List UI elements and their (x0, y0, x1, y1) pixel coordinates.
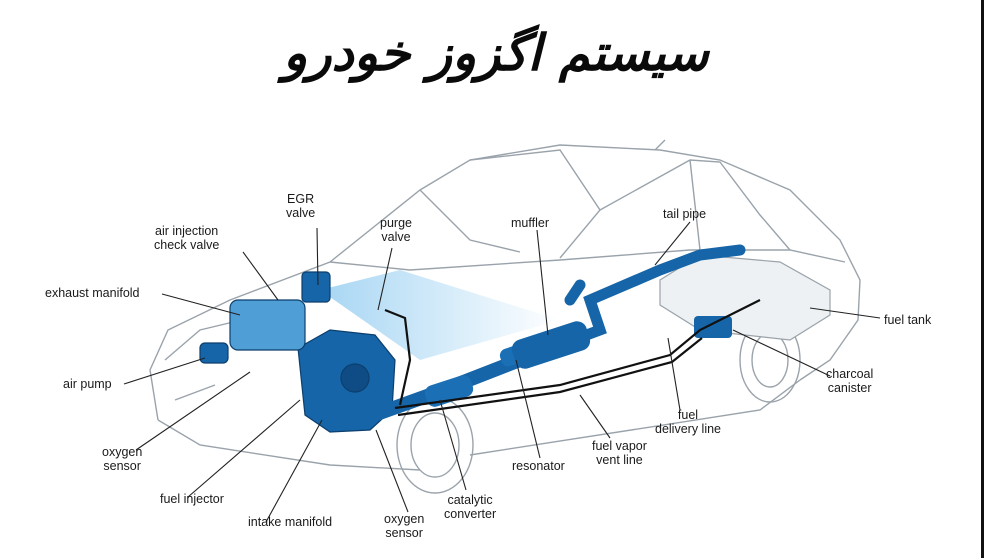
page-title: سیستم اگزوز خودرو (283, 24, 709, 82)
front-wheel (396, 396, 474, 494)
label-fuel-vapor-vent-line: fuel vapor vent line (592, 439, 647, 467)
car-body (149, 139, 861, 471)
engine-block (199, 271, 396, 433)
label-catalytic-converter: catalytic converter (444, 493, 497, 521)
label-charcoal-canister: charcoal canister (826, 367, 874, 395)
leader-lines (123, 221, 881, 523)
label-purge-valve: purge valve (380, 216, 412, 244)
label-fuel-delivery-line: fuel delivery line (655, 408, 722, 436)
muffler-shape (511, 321, 591, 369)
label-oxygen-sensor-bottom: oxygen sensor (384, 512, 425, 540)
label-resonator: resonator (512, 459, 565, 473)
catalytic-converter-shape (424, 375, 474, 407)
label-oxygen-sensor-left: oxygen sensor (102, 445, 143, 473)
label-air-pump: air pump (63, 377, 112, 391)
label-egr-valve: EGR valve (286, 192, 316, 220)
label-fuel-tank: fuel tank (884, 313, 932, 327)
fuel-tank (659, 254, 831, 341)
highlight-beam (320, 270, 560, 360)
fuel-lines (384, 299, 761, 417)
label-air-injection-check-valve: air injection check valve (154, 224, 220, 252)
label-tail-pipe: tail pipe (663, 207, 707, 221)
label-fuel-injector: fuel injector (160, 492, 224, 506)
label-muffler: muffler (511, 216, 549, 230)
label-exhaust-manifold: exhaust manifold (45, 286, 140, 300)
right-border (981, 0, 984, 558)
label-intake-manifold: intake manifold (248, 515, 333, 529)
charcoal-canister-shape (694, 316, 732, 338)
